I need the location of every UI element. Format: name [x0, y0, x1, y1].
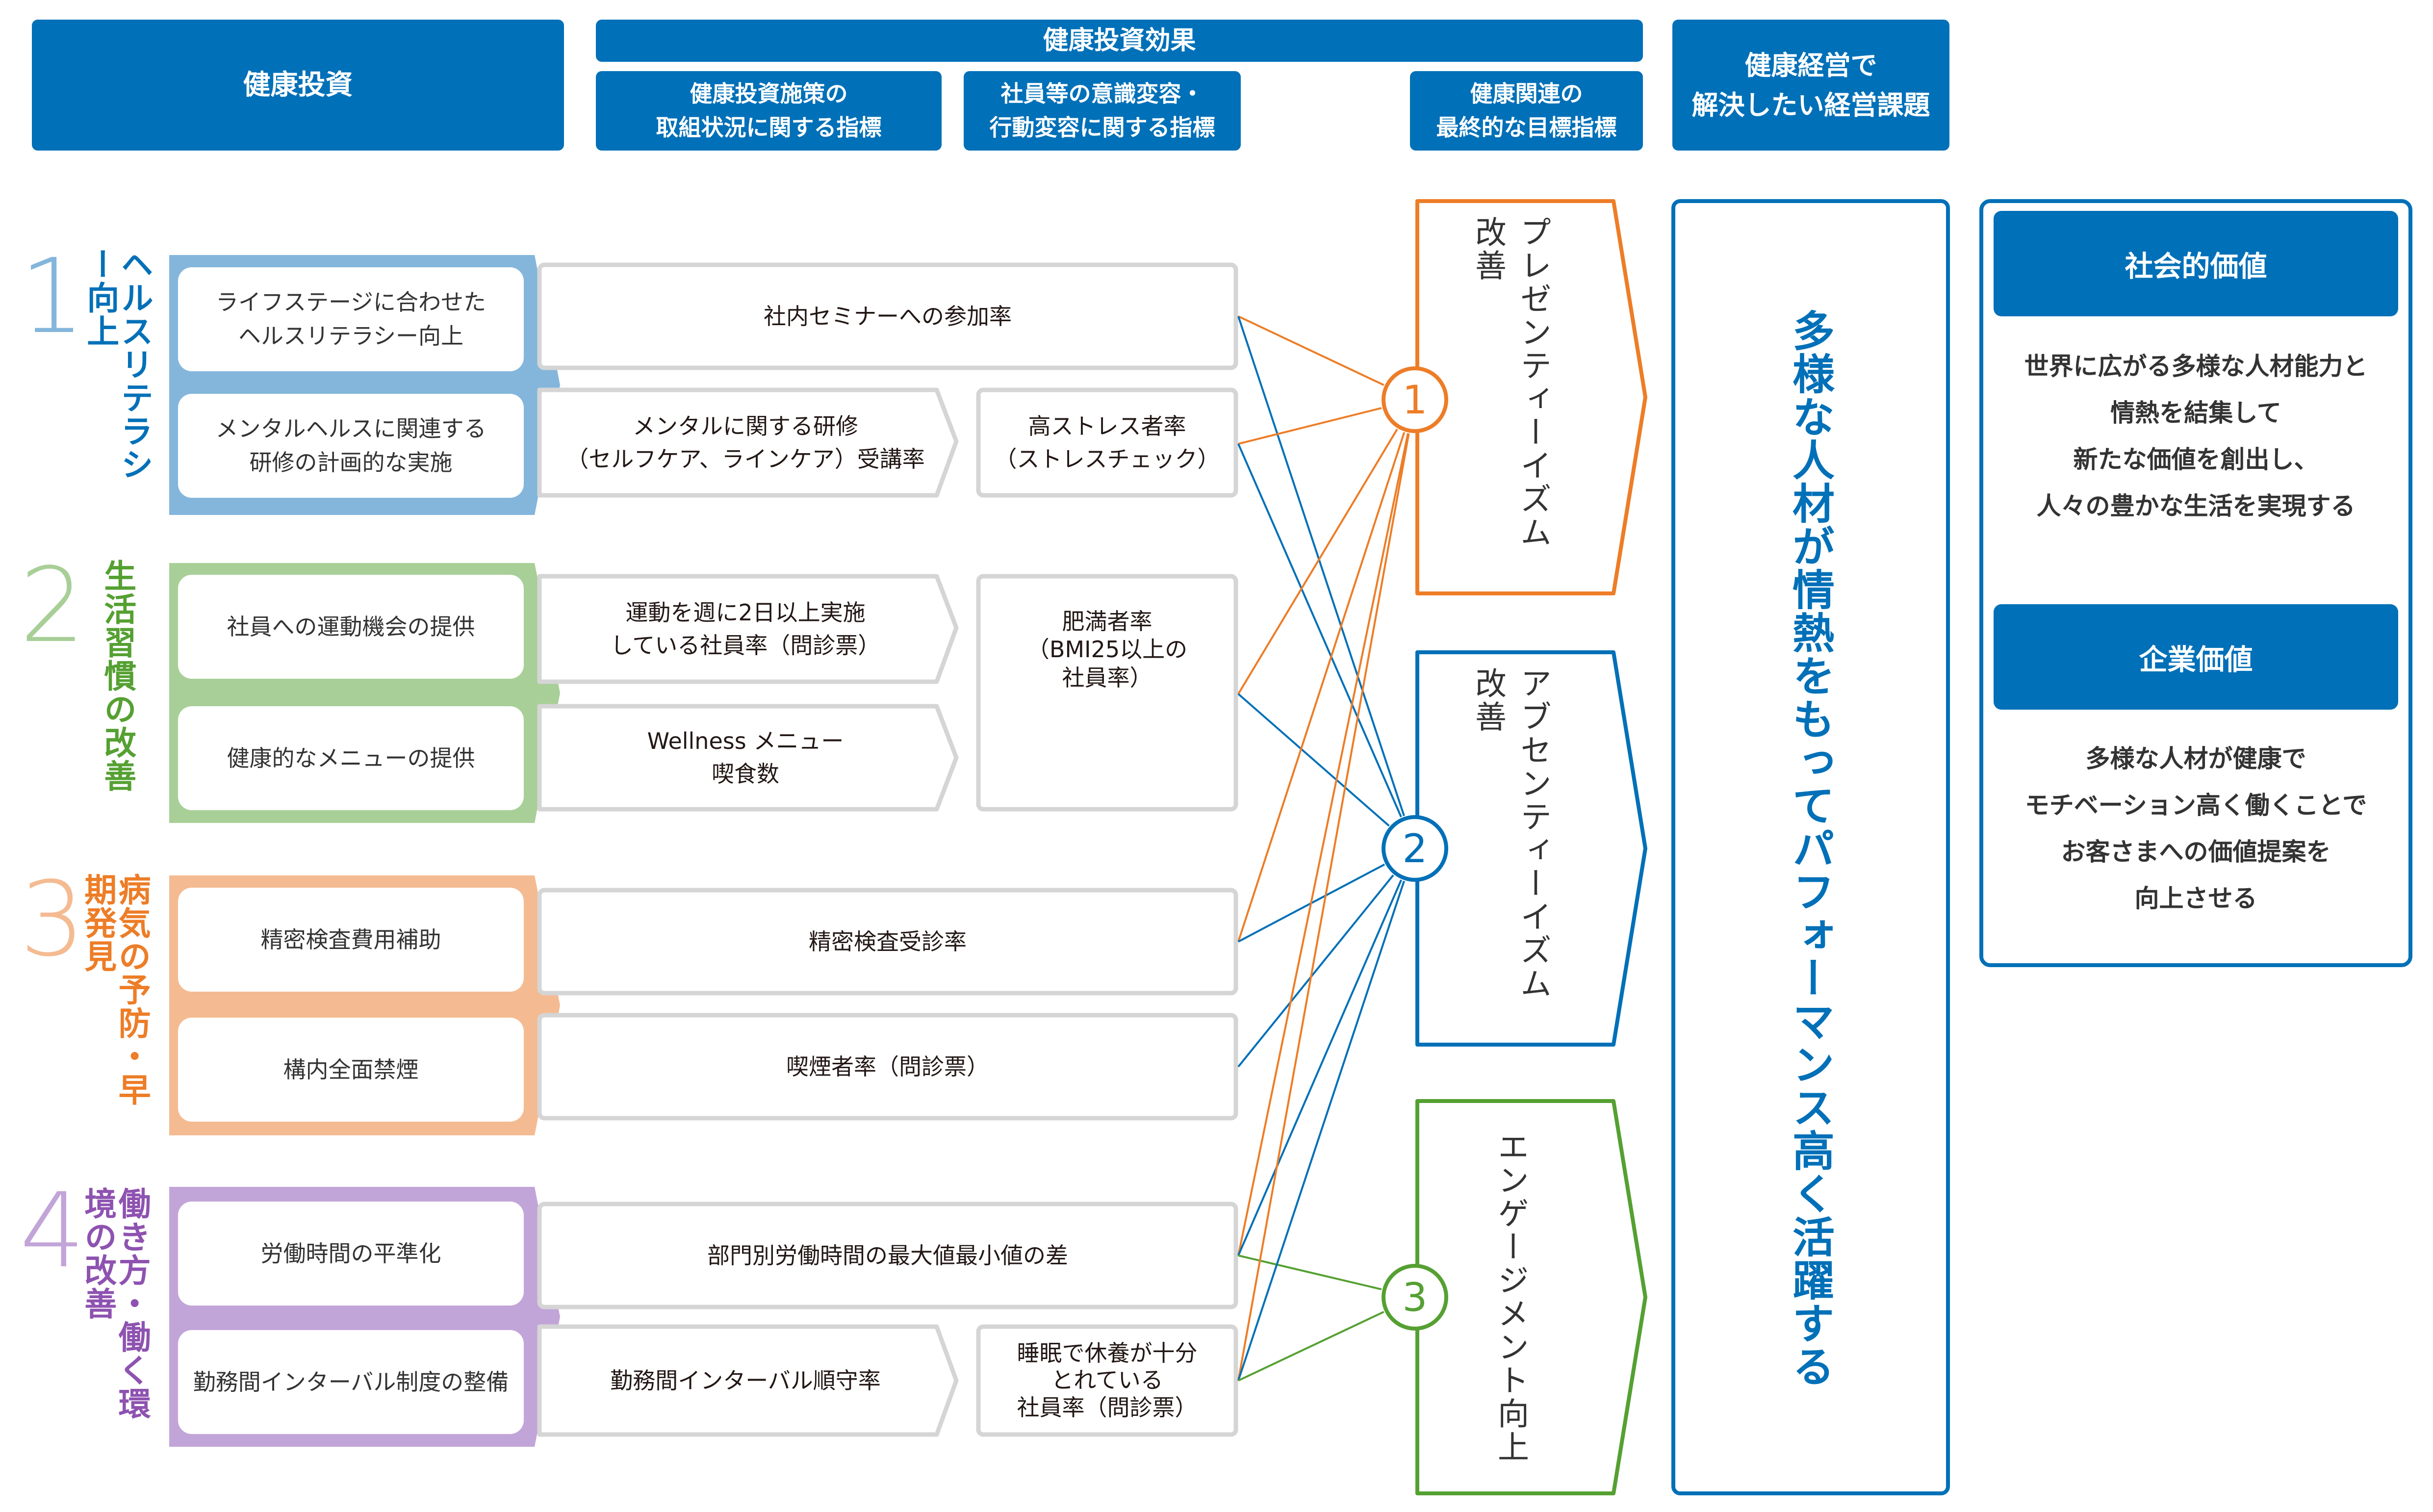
- connection-line-worktime-gap-to-2: [1237, 879, 1402, 1256]
- connection-line-high-stress-to-2: [1237, 443, 1402, 818]
- outcome-circle-3: [1382, 1264, 1448, 1331]
- outcome-label-absenteeism: アブセンティーイズム改善: [1470, 667, 1551, 1000]
- metric-interval: 勤務間インターバル順守率: [610, 1367, 881, 1394]
- connection-line-exam-rate-to-1: [1237, 432, 1406, 942]
- metric-box-smoking: [537, 1013, 1238, 1121]
- outcome-number-3: 3: [1402, 1274, 1428, 1320]
- row-1-item-1: ライフステージに合わせた ヘルスリテラシー向上: [178, 267, 524, 371]
- metric-box-mental-training: [537, 387, 959, 498]
- header-effect: 健康投資効果: [596, 20, 1643, 62]
- connection-line-worktime-gap-to-3: [1238, 1255, 1382, 1290]
- outcome-circle-2: [1382, 815, 1448, 882]
- metric-box-obesity: [976, 574, 1238, 812]
- metric-obesity: 肥満者率 （BMI25以上の 社員率）: [1026, 608, 1188, 691]
- metric-worktime: 部門別労働時間の最大値最小値の差: [707, 1242, 1068, 1269]
- metric-box-wellness: [537, 704, 959, 812]
- metric-box-high-stress: [976, 387, 1238, 498]
- goal-text: 多様な人材が情熱をもってパフォーマンス高く活躍する: [1785, 309, 1834, 1388]
- metric-box-seminar: [537, 262, 1238, 370]
- row-2-item-1: 社員への運動機会の提供: [178, 575, 524, 679]
- connection-line-sleep-to-1: [1237, 433, 1410, 1381]
- row-3-number: 3: [20, 859, 85, 979]
- outcome-number-2: 2: [1402, 825, 1428, 871]
- row-4-item-1: 労働時間の平準化: [178, 1202, 524, 1306]
- row-2-title: 生活習慣の改善: [99, 559, 137, 793]
- value-corporate-title: 企業価値: [1994, 604, 2398, 710]
- row-1-number: 1: [20, 236, 85, 357]
- row-2-number: 2: [20, 545, 85, 666]
- metric-box-sleep: [976, 1324, 1238, 1437]
- metric-wellness: Wellness メニュー 喫食数: [647, 728, 844, 787]
- metric-seminar: 社内セミナーへの参加率: [764, 303, 1012, 330]
- connection-line-worktime-gap-to-1: [1237, 433, 1409, 1256]
- header-investment: 健康投資: [32, 20, 564, 151]
- connection-line-obesity-to-2: [1237, 693, 1390, 827]
- outcome-circle-1: [1382, 366, 1448, 433]
- outcome-number-1: 1: [1402, 377, 1428, 423]
- metric-sleep: 睡眠で休養が十分 とれている 社員率（問診票）: [1017, 1340, 1198, 1421]
- row-4-title: 働き方・働く環境の改善: [79, 1187, 151, 1420]
- metric-exercise: 運動を週に2日以上実施 している社員率（問診票）: [610, 599, 881, 659]
- row-3-item-2: 構内全面禁煙: [178, 1018, 524, 1122]
- outcome-box-absenteeism: [1415, 650, 1647, 1047]
- metric-exam: 精密検査受診率: [809, 928, 967, 955]
- connection-line-social-seminar-to-2: [1237, 316, 1405, 817]
- outcome-box-engagement: [1415, 1099, 1647, 1495]
- header-effect-sub-2: 社員等の意識変容・行動変容に関する指標: [964, 71, 1241, 151]
- connection-line-high-stress-to-1: [1238, 407, 1382, 445]
- metric-mental-training: メンタルに関する研修 （セルフケア、ラインケア）受講率: [566, 412, 925, 472]
- header-management-issue: 健康経営で解決したい経営課題: [1672, 20, 1949, 151]
- metric-box-interval: [537, 1324, 959, 1437]
- row-4-item-2: 勤務間インターバル制度の整備: [178, 1330, 524, 1434]
- value-social-text: 世界に広がる多様な人材能力と 情熱を結集して 新たな価値を創出し、 人々の豊かな…: [2024, 352, 2368, 520]
- header-effect-sub-1: 健康投資施策の取組状況に関する指標: [596, 71, 942, 151]
- metric-smoking: 喫煙者率（問診票）: [786, 1053, 989, 1080]
- connection-line-social-seminar-to-1: [1238, 315, 1384, 386]
- outcome-label-engagement: エンゲージメント向上: [1492, 1130, 1529, 1464]
- row-4-number: 4: [20, 1171, 85, 1291]
- value-box: [1979, 199, 2412, 967]
- metric-box-exercise: [537, 574, 959, 684]
- metric-box-worktime: [537, 1202, 1238, 1309]
- outcome-box-presenteeism: [1415, 199, 1647, 595]
- connection-line-sleep-to-3: [1238, 1311, 1384, 1382]
- metric-box-exam: [537, 888, 1238, 996]
- metric-high-stress: 高ストレス者率 （ストレスチェック）: [994, 412, 1220, 472]
- row-1-title: ヘルスリテラシー向上: [81, 248, 154, 481]
- connection-line-sleep-to-2: [1237, 880, 1405, 1381]
- value-social-title: 社会的価値: [1994, 211, 2398, 316]
- connection-line-obesity-to-1: [1237, 428, 1398, 695]
- row-1-item-2: メンタルヘルスに関連する 研修の計画的な実施: [178, 394, 524, 498]
- outcome-label-presenteeism: プレゼンティーイズム改善: [1470, 216, 1551, 549]
- row-2-item-2: 健康的なメニューの提供: [178, 706, 524, 810]
- header-effect-sub-3: 健康関連の最終的な目標指標: [1410, 71, 1643, 151]
- value-corporate-text: 多様な人材が健康で モチベーション高く働くことで お客さまへの価値提案を 向上さ…: [2024, 744, 2367, 913]
- goal-box: [1671, 199, 1950, 1495]
- row-3-title: 病気の予防・早期発見: [79, 873, 151, 1106]
- connection-line-smoking-to-2: [1237, 874, 1394, 1068]
- row-3-item-1: 精密検査費用補助: [178, 888, 524, 992]
